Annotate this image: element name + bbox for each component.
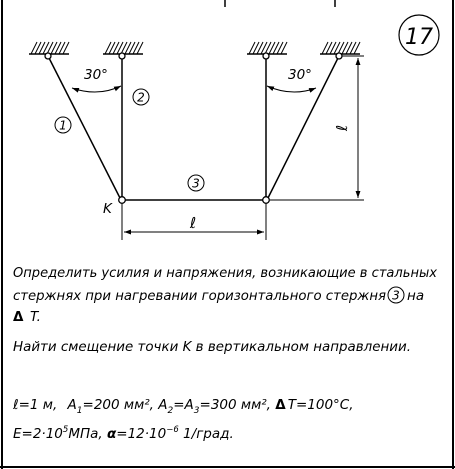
given-alpha-exponent: −6 (166, 425, 179, 435)
task-line-1: Определить усилия и напряжения, возникаю… (13, 265, 438, 281)
problem-number-badge: 17 (398, 14, 440, 56)
delta-symbol: Δ (13, 309, 24, 325)
hinge-right (262, 196, 270, 204)
rod-1-label-circle (54, 116, 72, 134)
given-a2-eq: =A (173, 397, 194, 413)
given-delta-symbol: Δ (275, 397, 286, 413)
given-e-exponent: 5 (63, 425, 68, 435)
given-e: E=2·10 (13, 426, 63, 442)
given-alpha-unit: 1/град. (179, 426, 234, 442)
given-a2: A (157, 397, 167, 413)
given-delta-t: T=100°C, (288, 397, 354, 413)
rod-3-ref-circle (387, 286, 405, 304)
given-a1: A (67, 397, 77, 413)
task-line-4: Найти смещение точки K в вертикальном на… (13, 339, 411, 355)
given-length: ℓ=1 м, (12, 397, 57, 413)
rod-2-label: 2 (137, 91, 145, 105)
given-a2-index: 2 (168, 406, 174, 416)
support-2 (103, 41, 144, 55)
hinge-support-4 (335, 52, 343, 60)
rod-3-ref-label: 3 (392, 289, 400, 303)
given-a3-value: =300 мм², (200, 397, 276, 413)
problem-number: 17 (405, 25, 433, 50)
rod-right-inclined (266, 55, 340, 201)
rod-3-label-circle (187, 174, 205, 192)
given-a3-index: 3 (194, 406, 200, 416)
task-line-3: T. (30, 309, 41, 325)
given-alpha: =12·10 (116, 426, 166, 442)
rod-1-label: 1 (59, 119, 67, 133)
rod-1 (47, 55, 122, 201)
given-alpha-symbol: α (107, 426, 117, 442)
task-line-2: стержнях при нагревании горизонтального … (13, 288, 386, 304)
angle-arc-left (71, 85, 122, 93)
hinge-k (118, 196, 126, 204)
point-k-label: K (103, 201, 113, 217)
angle-label-right: 30° (288, 67, 312, 83)
support-1 (29, 41, 70, 55)
angle-label-left: 30° (84, 67, 108, 83)
rod-2-label-circle (132, 88, 150, 106)
task-line-2-end: на (407, 288, 424, 304)
hinge-support-3 (262, 52, 270, 60)
dimension-label-horizontal: ℓ (189, 214, 196, 232)
angle-arc-right (266, 85, 317, 93)
rod-3-label: 3 (192, 177, 200, 191)
given-a1-index: 1 (77, 406, 83, 416)
support-3 (247, 41, 288, 55)
support-4 (320, 41, 361, 55)
given-line-2: E=2·105МПа, α=12·10−6 1/град. (13, 425, 234, 442)
hinge-support-2 (118, 52, 126, 60)
given-e-unit: МПа, (68, 426, 107, 442)
hinge-support-1 (44, 52, 52, 60)
dimension-label-vertical: ℓ (333, 125, 351, 132)
given-a1-value: =200 мм², (83, 397, 159, 413)
